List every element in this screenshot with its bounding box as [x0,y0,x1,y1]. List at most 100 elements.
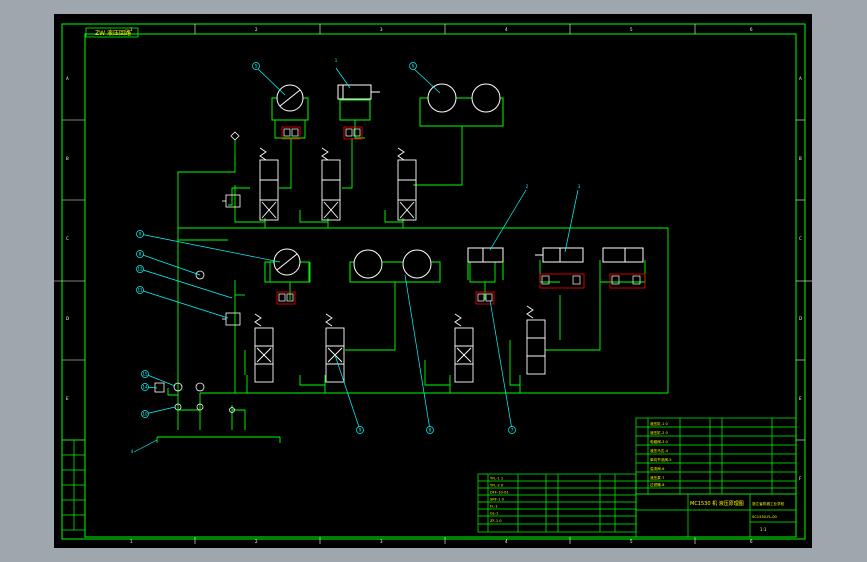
callout-bubbles [136,62,516,434]
callout-label: 8 [429,428,432,433]
callout-label: 10 [142,412,148,417]
solenoid-valve-icon [454,313,474,383]
sensor-blocks [276,126,646,305]
hydraulic-cylinder-icon [337,84,380,121]
border-letter: A [66,76,69,81]
parts-row: YFL-1 1 [490,477,503,481]
border-num: 3 [380,27,383,32]
parts-row: 单向节流阀-5 [650,457,672,462]
callout-label: 8 [139,252,142,257]
company-name: 浙江省机械工业学校 [752,501,785,506]
callout-label: 1 [335,58,338,63]
parts-row: 液压缸-2 0 [650,430,669,435]
callout-label: 14 [142,385,148,390]
directional-valves [254,147,546,383]
title-tag: ZW 液压回路 [85,27,139,38]
callout-label: 6 [412,64,415,69]
title-block [477,417,797,538]
callout-labels: 5 1 6 2 3 9 8 12 11 15 14 10 4 9 8 7 [131,58,581,454]
border-letter: B [66,156,69,161]
drawing-scale: 1:1 [760,527,767,532]
parts-row: 液压缸-1 0 [650,421,669,426]
border-numbers: 1 2 3 4 5 6 1 2 3 4 5 6 A B C D E A B C … [66,27,802,544]
title-block-text: MC1530 机 液压原理图 浙江省机械工业学校 SC1530-YL-00 1:… [690,500,785,532]
border-letter: D [66,316,69,321]
border-num: 2 [255,27,258,32]
solenoid-valve-icon [254,313,274,383]
parts-row: 液压泵-7 [650,475,664,480]
border-num: 1 [130,539,133,544]
parts-row: YFL-2 0 [490,484,504,488]
actuators [264,83,644,283]
hydraulic-motor-icon [271,84,309,121]
pressure-sensor-icon [276,291,296,305]
callout-label: 15 [142,372,148,377]
solenoid-valve-icon [397,147,417,221]
border-num: 6 [750,539,753,544]
check-valve-cells [278,128,641,302]
parts-list-lower-text: YFL-1 1 YFL-2 0 DFF-10-01 SRF-1 0 FL-1 G… [490,477,509,524]
hydraulic-cylinder-icon [467,247,504,280]
leader-lines [133,67,579,453]
pressure-gauge-icon [230,131,240,155]
callout-label: 4 [131,449,134,454]
parts-row: SRF-1 0 [490,498,505,502]
border-num: 4 [505,27,508,32]
hydraulic-cylinder-icon [535,247,584,263]
callout-label: 5 [255,64,258,69]
border-num: 3 [380,539,383,544]
border-num: 5 [630,539,633,544]
border-letter: D [799,316,802,321]
filter-icon [229,407,235,413]
border-letter: E [799,396,802,401]
callout-label: 3 [578,184,581,189]
hydraulic-motor-icon [264,248,310,283]
callout-label: 11 [137,288,143,293]
solenoid-valve-icon [526,305,546,375]
parts-row: GL-1 [490,512,498,516]
border-letter: C [66,236,69,241]
pressure-gauge-icon [195,270,205,280]
outer-frame [61,23,806,540]
drawing-title: MC1530 机 液压原理图 [690,500,744,507]
left-revision-strip [61,439,86,531]
callout-label: 9 [139,232,142,237]
border-letter: E [66,396,69,401]
border-num: 1 [130,27,133,32]
auxiliary-components [154,131,241,413]
parts-row: 溢流阀-6 [650,466,665,471]
border-num: 2 [255,539,258,544]
title-tag-text: ZW 液压回路 [95,29,131,37]
callout-label: 2 [526,184,529,189]
callout-label: 7 [511,428,514,433]
border-letter: A [799,76,802,81]
pressure-sensor-icon [475,291,495,305]
callout-label: 12 [137,267,143,272]
parts-row: 液压马达-4 [650,448,669,453]
hydraulic-cylinder-icon [602,247,644,263]
border-letter: B [799,156,802,161]
inner-frame [84,33,797,538]
parts-row: DFF-10-01 [490,491,509,495]
solenoid-valve-icon [259,147,279,221]
border-num: 5 [630,27,633,32]
double-motor-icon [349,249,441,283]
parts-row: 过滤器-8 [650,482,665,487]
callout-label: 9 [359,428,362,433]
pressure-sensor-icon [539,273,585,289]
parts-row: ZF-1 0 [490,519,502,523]
parts-row: 电磁阀-3 0 [650,439,669,444]
pressure-sensor-icon [343,126,363,140]
double-motor-icon [419,83,504,127]
pressure-sensor-icon [281,126,301,140]
parts-list-upper-text: 液压缸-1 0 液压缸-2 0 电磁阀-3 0 液压马达-4 单向节流阀-5 溢… [650,421,672,487]
border-letter: F [799,476,802,481]
border-num: 6 [750,27,753,32]
pressure-sensor-icon [609,273,646,289]
drawing-number: SC1530-YL-00 [752,515,778,519]
solenoid-valve-icon [321,147,341,221]
parts-row: FL-1 [490,505,498,509]
border-letter: C [799,236,802,241]
relief-valve-icon [222,312,241,326]
